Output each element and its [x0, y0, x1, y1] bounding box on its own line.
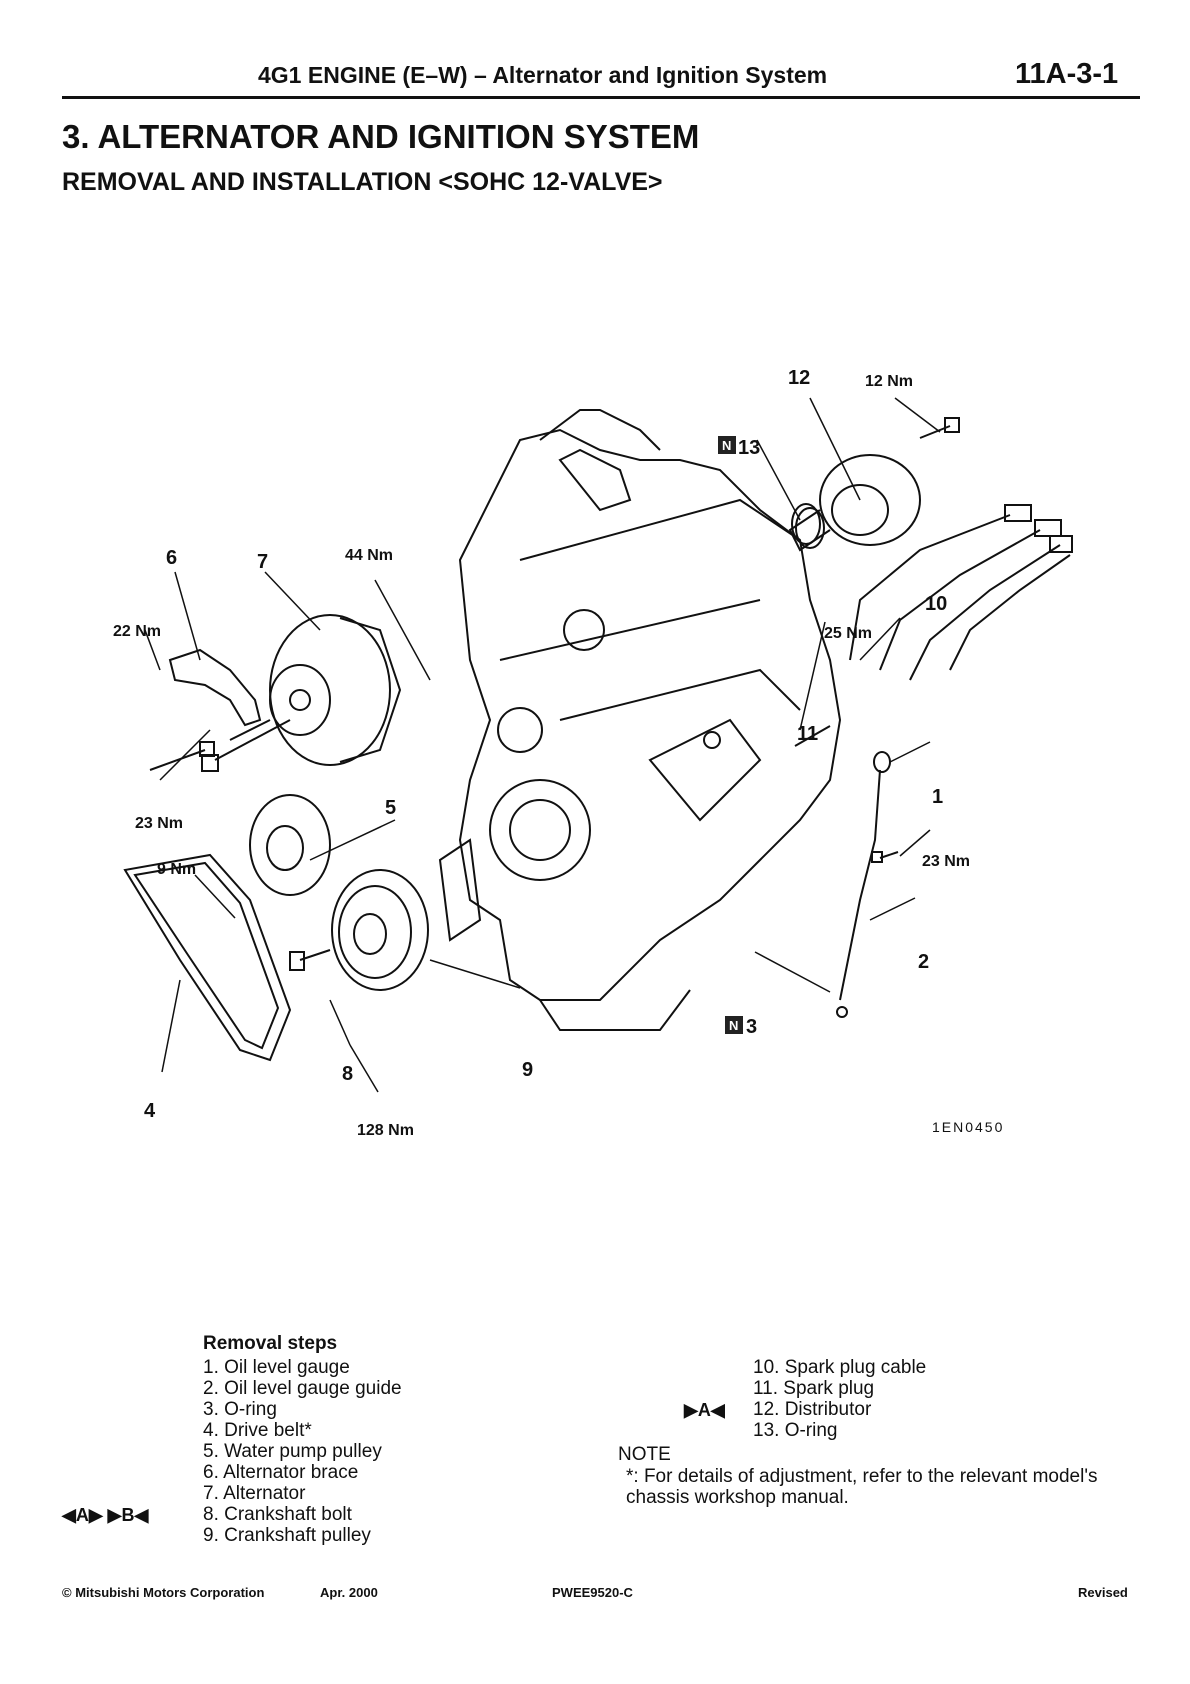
bolt-illustrations: [149, 417, 960, 971]
spark-plug-cables-illustration: [849, 504, 1073, 681]
step-6: 6. Alternator brace: [203, 1462, 359, 1483]
part-label-11: 11: [797, 723, 818, 745]
o-ring-distributor-illustration: [795, 507, 825, 549]
subsection-title: REMOVAL AND INSTALLATION <SOHC 12-VALVE>: [62, 168, 663, 196]
torque-label-22nm: 22 Nm: [113, 623, 161, 640]
note-text: *: For details of adjustment, refer to t…: [626, 1466, 1098, 1508]
step-11: 11. Spark plug: [753, 1378, 875, 1399]
torque-label-128nm: 128 Nm: [357, 1122, 414, 1139]
part-label-12: 12: [788, 367, 810, 389]
step-2: 2. Oil level gauge guide: [203, 1378, 402, 1399]
new-part-badge-13-letter: N: [722, 438, 731, 453]
new-part-badge-13: [718, 436, 736, 454]
part-label-1: 1: [932, 786, 943, 808]
note-heading: NOTE: [618, 1444, 671, 1465]
footer-status: Revised: [1078, 1585, 1128, 1600]
water-pump-pulley-illustration: [249, 794, 331, 896]
footer-date: Apr. 2000: [320, 1585, 378, 1600]
part-label-4: 4: [144, 1100, 156, 1122]
torque-label-23nm-left: 23 Nm: [135, 815, 183, 832]
part-label-5: 5: [385, 797, 396, 819]
torque-label-12nm: 12 Nm: [865, 373, 913, 390]
page-number: 11A-3-1: [1015, 58, 1119, 90]
part-label-8: 8: [342, 1063, 353, 1085]
footer-doc-code: PWEE9520-C: [552, 1585, 633, 1600]
torque-label-25nm: 25 Nm: [824, 625, 872, 642]
step-10: 10. Spark plug cable: [753, 1357, 927, 1378]
step-13: 13. O-ring: [753, 1420, 838, 1441]
drive-belt-illustration: [123, 853, 292, 1062]
step-5: 5. Water pump pulley: [203, 1441, 382, 1462]
marker-step-8: ◀A▶ ▶B◀: [62, 1505, 149, 1525]
footer-copyright: © Mitsubishi Motors Corporation: [62, 1585, 265, 1600]
torque-label-23nm-right: 23 Nm: [922, 853, 970, 870]
engine-block-illustration: [438, 409, 842, 1031]
part-label-9: 9: [522, 1059, 533, 1081]
step-9: 9. Crankshaft pulley: [203, 1525, 371, 1546]
new-part-badge-3-letter: N: [729, 1018, 738, 1033]
part-label-2: 2: [918, 951, 929, 973]
part-label-7: 7: [257, 551, 268, 573]
step-8: 8. Crankshaft bolt: [203, 1504, 352, 1525]
part-label-6: 6: [166, 547, 177, 569]
new-part-badge-3: [725, 1016, 743, 1034]
step-1: 1. Oil level gauge: [203, 1357, 350, 1378]
step-4: 4. Drive belt*: [203, 1420, 312, 1441]
step-7: 7. Alternator: [203, 1483, 306, 1504]
crankshaft-pulley-illustration: [331, 869, 429, 991]
alternator-brace-illustration: [168, 648, 262, 727]
alternator-illustration: [269, 614, 402, 766]
torque-label-9nm: 9 Nm: [157, 861, 196, 878]
part-label-3: 3: [746, 1016, 757, 1038]
oil-level-gauge-illustration: [836, 751, 891, 1018]
exploded-view-diagram: 12 N 13 6 7 10 11 1 5 2 N 3 9 8 4 12 Nm …: [113, 367, 1073, 1139]
step-3: 3. O-ring: [203, 1399, 277, 1420]
header-rule: [62, 96, 1140, 99]
part-label-10: 10: [925, 593, 947, 615]
part-label-13: 13: [738, 437, 760, 459]
marker-step-12: ▶A◀: [684, 1400, 725, 1420]
removal-steps-heading: Removal steps: [203, 1333, 338, 1354]
step-12: 12. Distributor: [753, 1399, 872, 1420]
torque-label-44nm: 44 Nm: [345, 547, 393, 564]
header-title: 4G1 ENGINE (E–W) – Alternator and Igniti…: [258, 62, 828, 88]
leader-lines: [144, 397, 941, 1093]
distributor-illustration: [788, 454, 921, 552]
section-title: 3. ALTERNATOR AND IGNITION SYSTEM: [62, 118, 700, 155]
figure-code: 1EN0450: [932, 1119, 1004, 1135]
